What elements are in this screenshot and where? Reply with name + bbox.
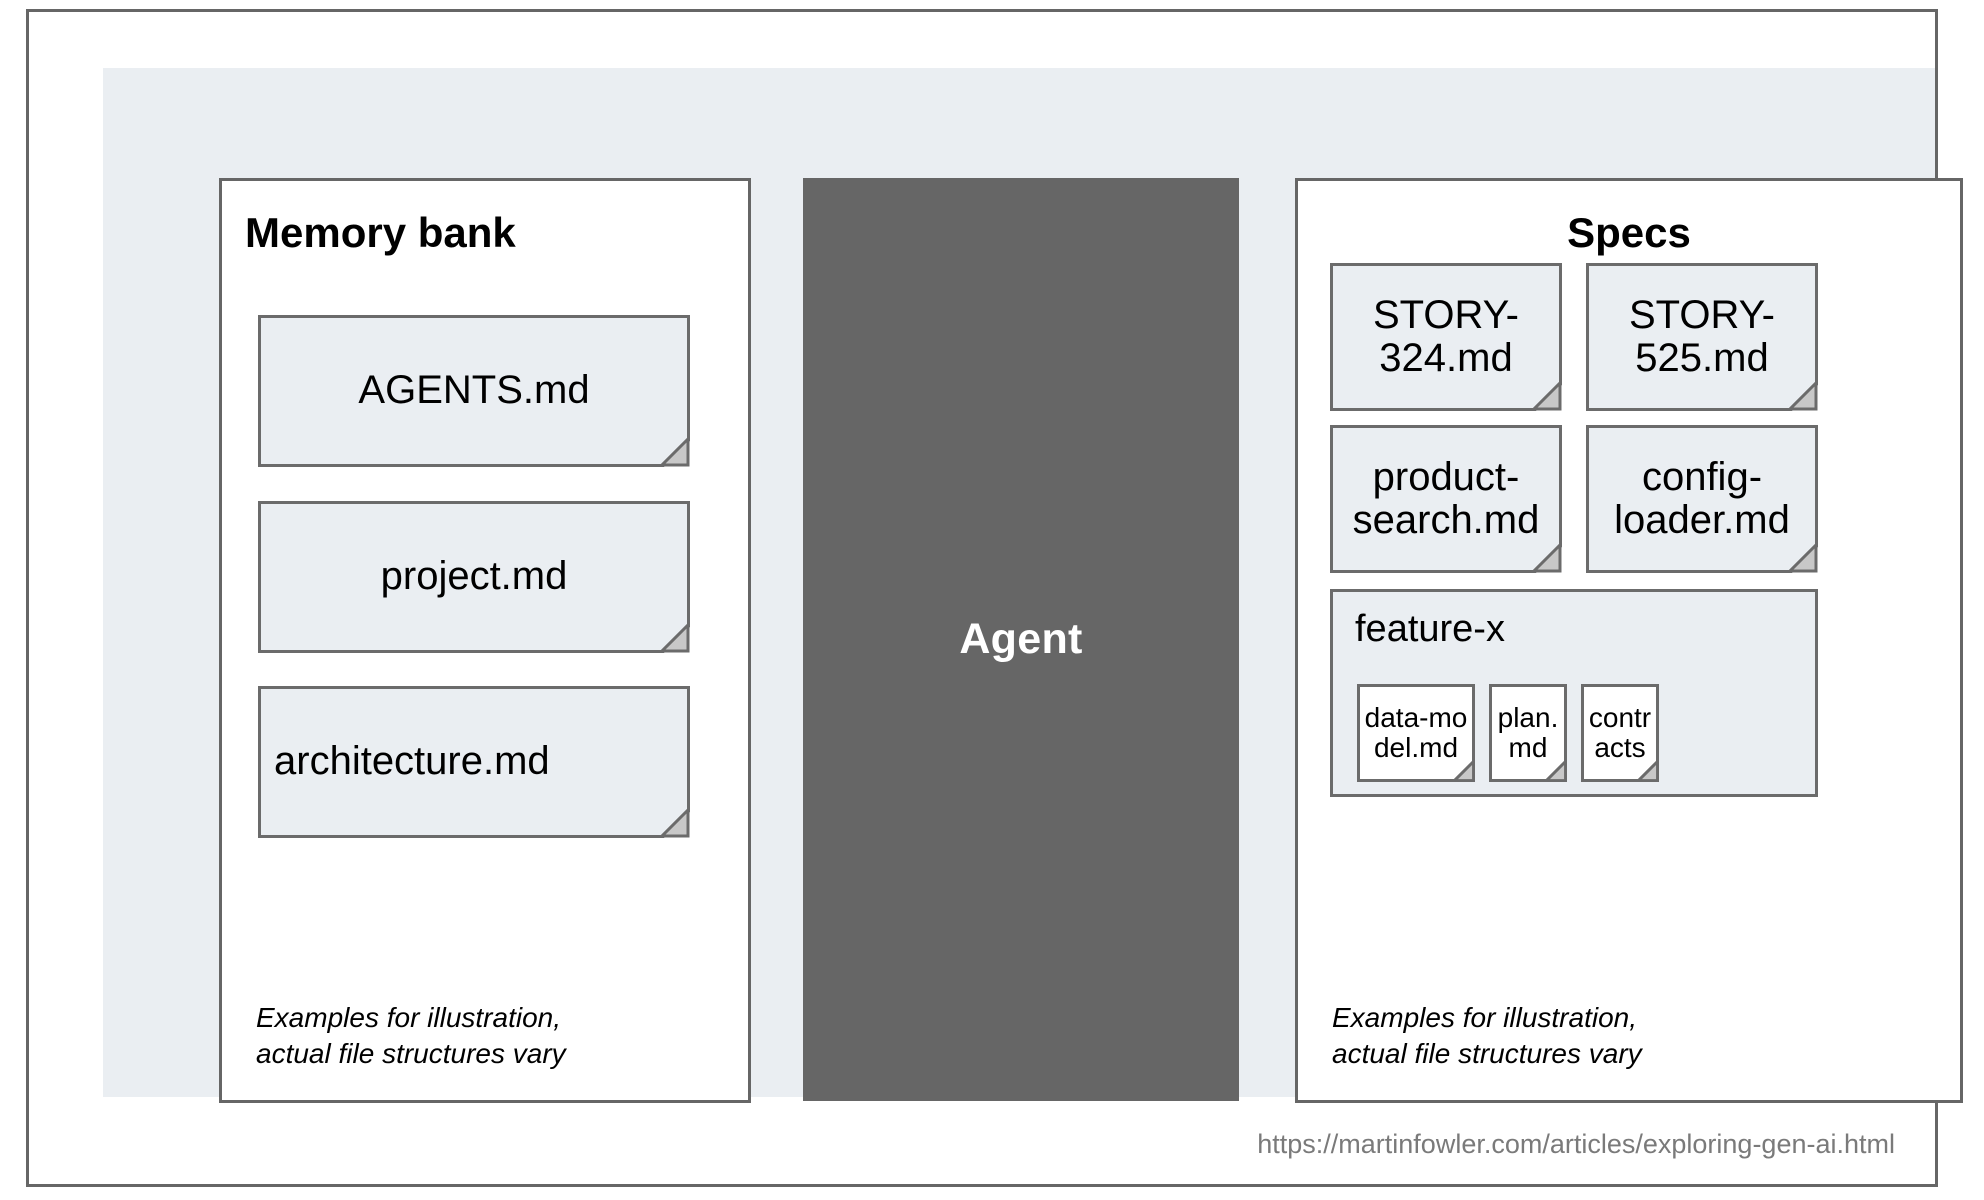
file-note-story-324[interactable]: STORY- 324.md <box>1330 263 1562 411</box>
file-note-data-model[interactable]: data-mo del.md <box>1357 684 1475 782</box>
source-url[interactable]: https://martinfowler.com/articles/explor… <box>1257 1129 1895 1159</box>
agent-label: Agent <box>959 615 1083 663</box>
file-note-project-md[interactable]: project.md <box>258 501 690 653</box>
file-note-label: config- loader.md <box>1614 454 1790 542</box>
file-note-architecture-md[interactable]: architecture.md <box>258 686 690 838</box>
note-shape <box>1586 425 1818 573</box>
feature-x-group: feature-x data-mo del.md plan. md <box>1330 589 1818 797</box>
note-shape <box>258 315 690 467</box>
diagram-frame: Memory bank AGENTS.md project.md <box>26 9 1963 1187</box>
file-note-label: AGENTS.md <box>358 368 590 413</box>
file-note-label: plan. md <box>1497 701 1559 763</box>
agent-box[interactable]: Agent <box>803 178 1239 1101</box>
file-note-product-search[interactable]: product- search.md <box>1330 425 1562 573</box>
note-shape <box>258 501 690 653</box>
memory-bank-panel: Memory bank AGENTS.md project.md <box>219 178 751 1103</box>
file-note-contracts[interactable]: contr acts <box>1581 684 1659 782</box>
file-note-label: STORY- 525.md <box>1629 292 1775 380</box>
diagram-canvas: Memory bank AGENTS.md project.md <box>103 68 1963 1103</box>
note-shape <box>1330 263 1562 411</box>
file-note-label: data-mo del.md <box>1364 701 1468 763</box>
specs-title: Specs <box>1567 209 1691 256</box>
memory-bank-caption: Examples for illustration, actual file s… <box>256 1002 566 1070</box>
file-note-plan-md[interactable]: plan. md <box>1489 684 1567 782</box>
specs-panel: Specs STORY- 324.md STORY- 525.md <box>1295 178 1963 1103</box>
file-note-story-525[interactable]: STORY- 525.md <box>1586 263 1818 411</box>
note-shape <box>1586 263 1818 411</box>
file-note-label: architecture.md <box>274 739 550 784</box>
feature-x-title: feature-x <box>1355 608 1505 650</box>
specs-caption: Examples for illustration, actual file s… <box>1332 1002 1642 1070</box>
file-note-config-loader[interactable]: config- loader.md <box>1586 425 1818 573</box>
memory-bank-title: Memory bank <box>245 209 516 256</box>
note-shape <box>1330 425 1562 573</box>
file-note-label: contr acts <box>1588 701 1652 763</box>
file-note-label: project.md <box>380 554 568 599</box>
file-note-label: STORY- 324.md <box>1373 292 1519 380</box>
file-note-agents-md[interactable]: AGENTS.md <box>258 315 690 467</box>
file-note-label: product- search.md <box>1352 454 1540 542</box>
note-shape <box>258 686 690 838</box>
